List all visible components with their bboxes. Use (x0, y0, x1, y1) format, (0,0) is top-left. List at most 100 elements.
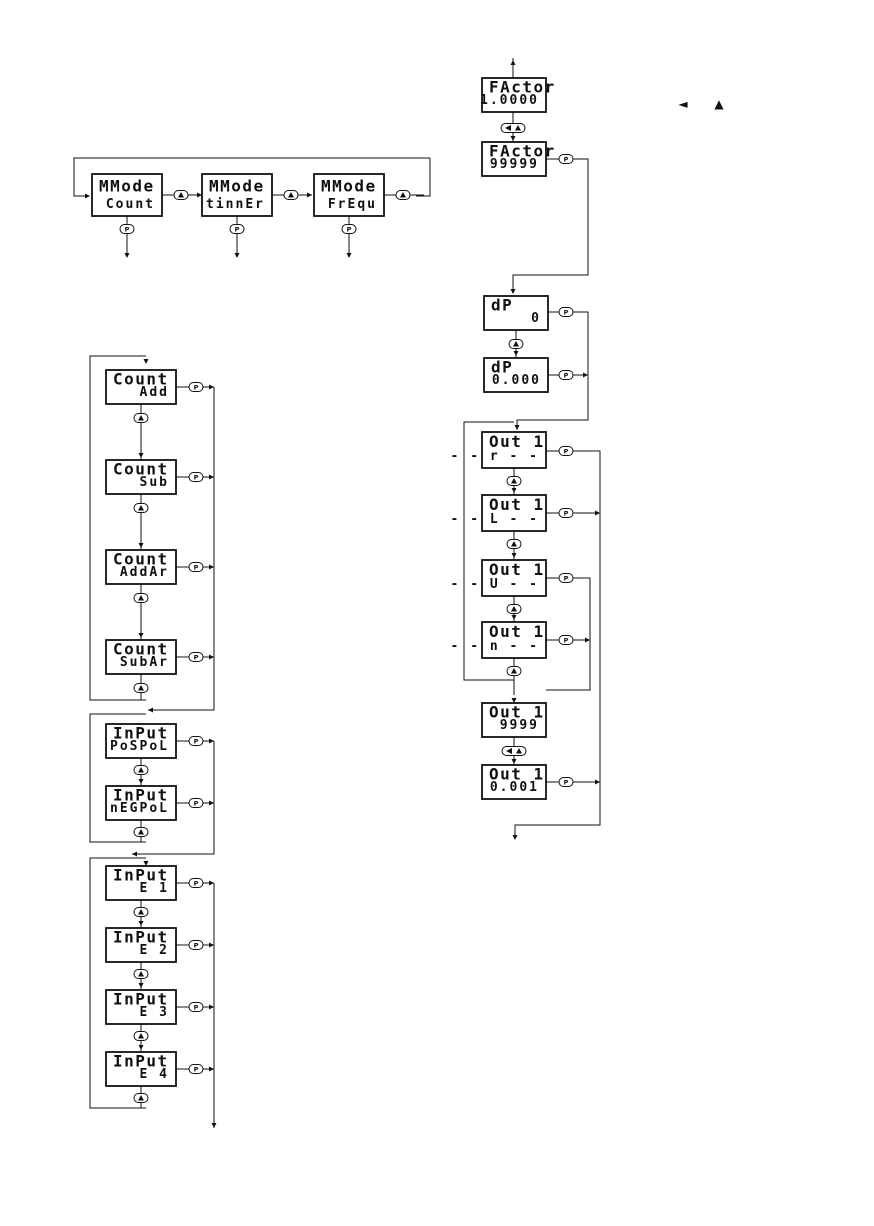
dp-display-1: dP0.000 (483, 357, 549, 393)
connector-line (73, 157, 430, 197)
left-up-key-icon (501, 746, 527, 756)
key-frame (501, 746, 527, 756)
out-display-1: Out 1- - L - - (451, 494, 547, 532)
display-line-top: Count (113, 459, 169, 478)
key-frame (188, 798, 204, 808)
key-label: P (194, 563, 199, 571)
up-triangle (513, 341, 519, 347)
key-frame (188, 878, 204, 888)
key-label: P (194, 383, 199, 391)
arrow-head (138, 779, 144, 784)
display-line-top: dP (491, 357, 513, 376)
display-frame (481, 702, 547, 738)
left-arrow-legend: ◄ (678, 97, 688, 111)
display-frame (105, 549, 177, 585)
display-line-bottom: E 2 (140, 943, 169, 958)
display-line-top: Out 1 (489, 495, 545, 514)
display-line-bottom: 0 (531, 311, 541, 326)
arrow-head (510, 60, 516, 65)
up-key-icon (506, 539, 522, 549)
display-line-bottom: 9999 (500, 718, 539, 733)
display-frame (91, 173, 163, 217)
arrow-head (510, 289, 516, 294)
key-frame (188, 652, 204, 662)
display-line-top: Count (113, 639, 169, 658)
display-line-top: FActor (489, 77, 556, 96)
display-line-bottom: - - n - - (451, 639, 539, 654)
up-key-icon (133, 1031, 149, 1041)
key-frame (188, 1002, 204, 1012)
program-key-icon: P (119, 224, 135, 234)
display-frame (481, 494, 547, 532)
display-frame (481, 431, 547, 469)
program-key-icon: P (558, 154, 574, 164)
program-key-icon: P (188, 1064, 204, 1074)
arrow-head (595, 779, 600, 785)
program-key-icon: P (188, 652, 204, 662)
arrow-head (138, 543, 144, 548)
display-line-bottom: tinnEr (206, 197, 265, 212)
arrow-head (209, 474, 214, 480)
out-display-5: Out 10.001 (481, 764, 547, 800)
program-key-icon: P (188, 472, 204, 482)
display-frame (105, 723, 177, 759)
arrow-head (209, 564, 214, 570)
arrow-head (583, 372, 588, 378)
arrow-head (138, 1045, 144, 1050)
key-label: P (194, 653, 199, 661)
display-frame (105, 639, 177, 675)
display-frame (105, 989, 177, 1025)
arrow-head (138, 633, 144, 638)
display-line-bottom: nEGPoL (110, 801, 169, 816)
dp-display-0: dP0 (483, 295, 549, 331)
key-label: P (564, 636, 569, 644)
up-key-icon (506, 666, 522, 676)
connector-line (512, 158, 589, 292)
display-line-top: Out 1 (489, 764, 545, 783)
arrow-head (124, 253, 130, 258)
arrow-head (85, 193, 90, 199)
arrow-head (209, 738, 214, 744)
display-frame (105, 927, 177, 963)
key-frame (188, 472, 204, 482)
up-triangle (138, 971, 144, 977)
key-frame (558, 446, 574, 456)
program-key-icon: P (188, 736, 204, 746)
display-line-top: InPut (113, 865, 169, 884)
program-key-icon: P (558, 508, 574, 518)
up-triangle (138, 829, 144, 835)
up-key-icon (506, 604, 522, 614)
key-frame (229, 224, 245, 234)
arrow-head (209, 654, 214, 660)
key-label: P (564, 574, 569, 582)
arrow-head (209, 1066, 214, 1072)
display-line-bottom: E 3 (140, 1005, 169, 1020)
display-line-top: Out 1 (489, 432, 545, 451)
display-line-top: InPut (113, 989, 169, 1008)
program-key-icon: P (558, 777, 574, 787)
display-line-bottom: 0.001 (490, 780, 539, 795)
display-line-top: MMode (99, 177, 155, 196)
up-triangle (138, 685, 144, 691)
display-frame (483, 295, 549, 331)
display-frame (481, 141, 547, 177)
arrow-head (514, 425, 520, 430)
up-key-icon (395, 190, 411, 200)
key-label: P (564, 308, 569, 316)
up-key-icon (133, 503, 149, 513)
program-key-icon: P (558, 573, 574, 583)
up-triangle (138, 595, 144, 601)
display-line-top: Count (113, 549, 169, 568)
arrow-head (513, 351, 519, 356)
up-key-icon (133, 907, 149, 917)
arrow-head (148, 707, 153, 713)
arrow-head (211, 1123, 217, 1128)
connector-line (89, 355, 146, 701)
key-frame (188, 562, 204, 572)
up-key-icon (133, 683, 149, 693)
